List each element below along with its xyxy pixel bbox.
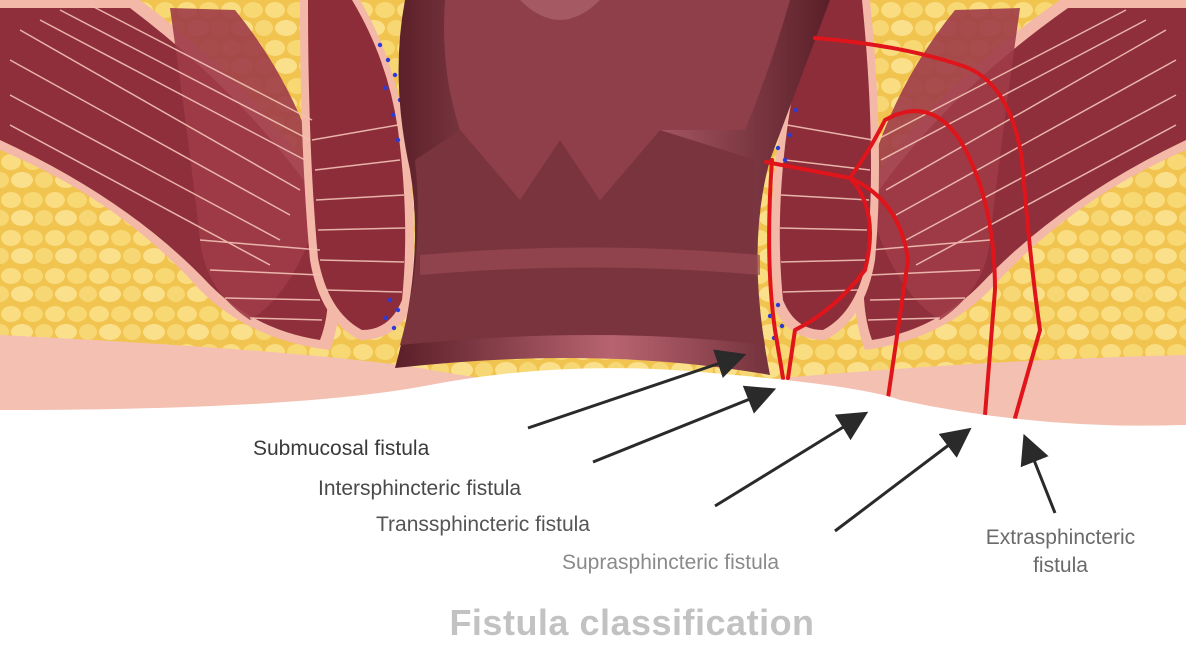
left-sphincter-muscles — [0, 0, 414, 350]
suprasphincteric-tract — [848, 109, 997, 417]
arrow-suprasphincteric — [834, 427, 972, 533]
label-submucosal-fistula: Submucosal fistula — [253, 437, 430, 460]
transsphincteric-tract — [848, 176, 910, 400]
label-extrasphincteric-line1: Extrasphincteric — [985, 526, 1136, 549]
arrow-transsphincteric — [714, 411, 869, 508]
diagram-title: Fistula classification — [449, 602, 815, 643]
pointer-arrows — [527, 349, 1057, 533]
label-suprasphincteric-fistula: Suprasphincteric fistula — [562, 551, 780, 574]
submucosal-tract — [767, 158, 785, 380]
fistula-tracts — [764, 36, 1042, 420]
label-transsphincteric-fistula: Transsphincteric fistula — [376, 513, 590, 536]
arrow-intersphincteric — [592, 385, 777, 464]
extrasphincteric-tract — [813, 36, 1042, 420]
intersphincteric-tract — [764, 160, 872, 380]
label-extrasphincteric-line2: fistula — [1033, 554, 1088, 577]
label-intersphincteric-fistula: Intersphincteric fistula — [318, 477, 522, 500]
arrow-extrasphincteric — [1020, 433, 1057, 514]
skin-surface — [0, 368, 1186, 657]
label-extrasphincteric-fistula: Extrasphincteric fistula — [948, 524, 1173, 580]
arrow-submucosal — [527, 349, 747, 430]
anal-canal — [395, 0, 830, 375]
